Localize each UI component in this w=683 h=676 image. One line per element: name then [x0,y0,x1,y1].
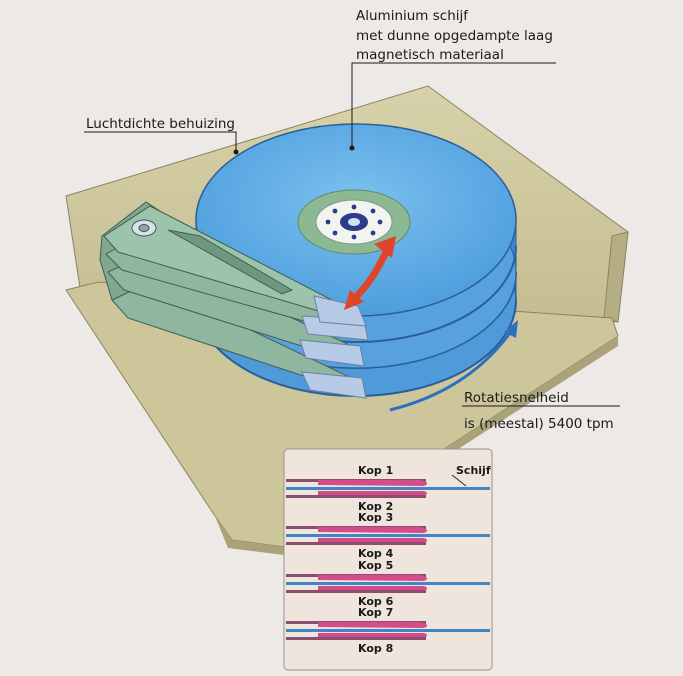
inset-disk [286,487,490,490]
rotation-label-line1: Rotatiesnelheid [464,390,569,406]
inset-head-label: Kop 3 [358,511,393,524]
rotation-arrow [389,320,518,412]
inset-arm [286,495,426,498]
inset-arm [286,542,426,545]
inset-disk [286,534,490,537]
inset-disk-row: Kop 1 Kop 2 [286,464,490,513]
inset-head-label: Kop 6 [358,595,394,608]
rotation-label-line2: is (meestal) 5400 tpm [464,416,614,432]
inset-disk-row: Kop 7 Kop 8 [286,606,490,655]
slider-1 [313,295,367,327]
seek-arrow [344,236,396,310]
arm-1-cutout [167,229,294,295]
inset-head-label: Kop 7 [358,606,393,619]
slider-3 [299,339,365,367]
inset-head-label: Kop 8 [358,642,393,655]
leader-lines [84,62,620,407]
actuator-arms [99,201,369,399]
inset-head [318,527,428,533]
inset-arm [286,637,426,640]
platter-label-line2: met dunne opgedampte laag [356,28,553,44]
inset-head-label: Kop 1 [358,464,393,477]
inset-head-label: Kop 5 [358,559,393,572]
inset-head [318,480,428,486]
inset-arm [286,590,426,593]
inset-head-label: Kop 4 [358,547,394,560]
inset-disk-row: Kop 3 Kop 4 [286,511,490,560]
spindle-hub [297,189,411,255]
inset-disk [286,582,490,585]
inset-disk-row: Kop 5 Kop 6 [286,559,490,608]
inset-head [318,575,428,581]
inset-disk-label: Schijf [456,464,491,477]
inset-head-label: Kop 2 [358,500,393,513]
inset-head [318,622,428,628]
inset-disk [286,629,490,632]
platter-label-line3: magnetisch materiaal [356,47,504,63]
slider-4 [301,371,367,399]
platter-label-line1: Aluminium schijf [356,8,469,24]
inset-frame [283,448,493,671]
housing-label: Luchtdichte behuizing [86,116,235,132]
